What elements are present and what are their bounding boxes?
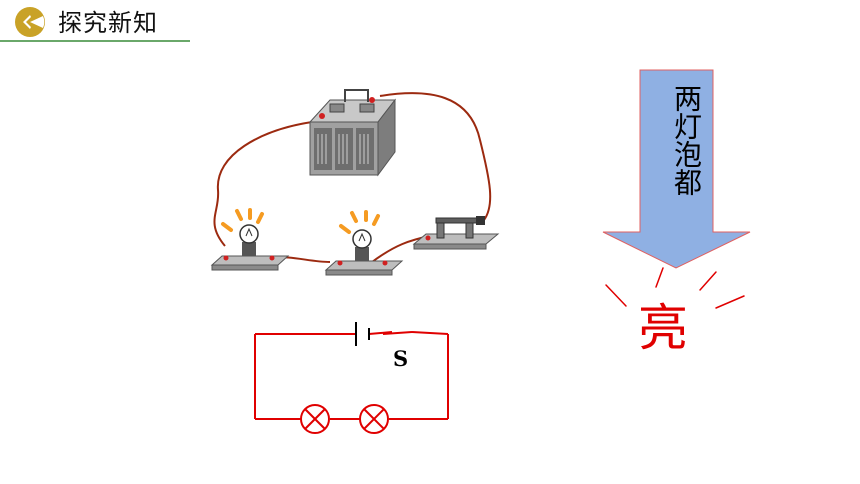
knife-switch [412, 216, 500, 250]
switch-label: S [393, 346, 409, 371]
schematic-lamp-1 [300, 404, 330, 434]
battery [308, 89, 397, 177]
section-title: 探究新知 [58, 9, 158, 37]
section-header: 探究新知 [0, 0, 190, 42]
down-arrow [602, 69, 751, 269]
pie-chart-icon [15, 7, 45, 37]
physical-wires [213, 92, 492, 263]
header-divider [0, 40, 190, 42]
circuit-schematic [254, 331, 449, 420]
result-label: 亮 [638, 299, 688, 357]
arrow-label: 两灯泡都 [670, 84, 703, 196]
glow-rays [605, 267, 745, 309]
schematic-lamp-2 [359, 404, 389, 434]
bulb-1 [210, 208, 290, 271]
bulb-2 [324, 210, 404, 276]
schematic-battery-symbol [355, 322, 370, 346]
